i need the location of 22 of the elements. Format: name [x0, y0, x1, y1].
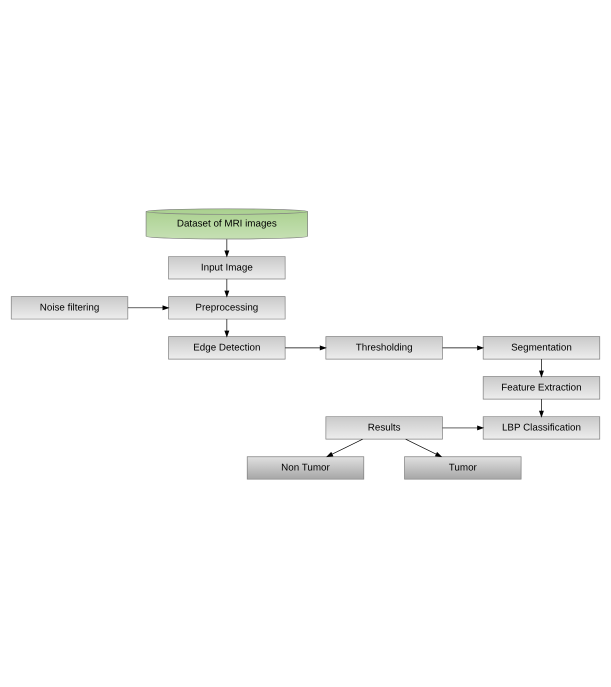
- arrow: [326, 438, 364, 457]
- node-box: Segmentation: [482, 336, 600, 359]
- arrow: [539, 398, 544, 418]
- node-box: Input Image: [168, 256, 286, 279]
- arrow: [405, 438, 442, 457]
- arrow: [128, 304, 170, 310]
- arrow: [539, 358, 544, 378]
- arrow: [442, 344, 484, 350]
- node-box: Thresholding: [326, 336, 443, 359]
- node-box: Feature Extraction: [482, 376, 600, 399]
- arrow: [224, 238, 230, 258]
- node-box: Results: [326, 416, 443, 440]
- node-box: Edge Detection: [168, 336, 286, 359]
- node-box: Preprocessing: [168, 296, 286, 319]
- node-box: Noise filtering: [10, 296, 128, 319]
- arrow: [442, 424, 484, 430]
- arrow: [224, 318, 230, 338]
- node-box: Non Tumor: [246, 456, 364, 480]
- arrow: [224, 278, 230, 298]
- node-box: Tumor: [404, 456, 522, 480]
- node-box: LBP Classification: [482, 416, 600, 440]
- arrow: [284, 344, 327, 350]
